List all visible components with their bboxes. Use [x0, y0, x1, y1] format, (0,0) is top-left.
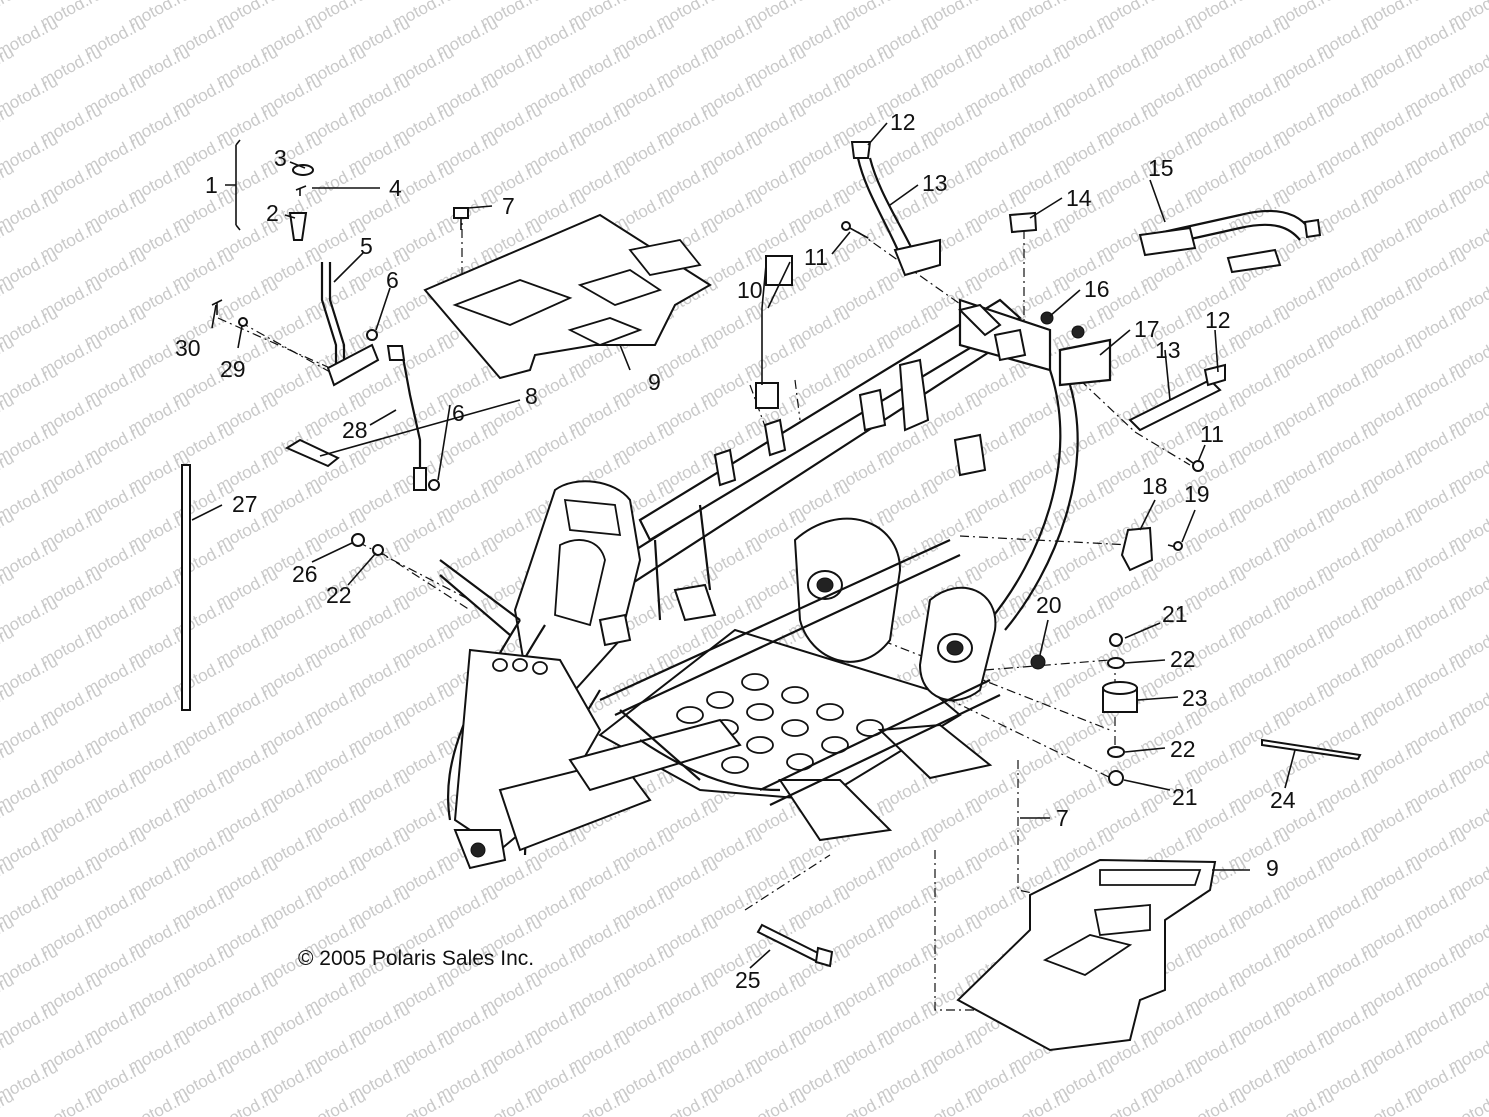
watermark-text: motod.ru: [477, 1086, 545, 1117]
callout-26: 26: [292, 561, 318, 587]
callout-11-lower: 11: [1200, 421, 1224, 447]
watermark-text: motod.ru: [917, 1086, 985, 1117]
callout-29: 29: [220, 356, 246, 382]
callout-17: 17: [1134, 316, 1160, 342]
callout-25: 25: [735, 967, 761, 993]
callout-8: 8: [525, 383, 538, 409]
watermark-text: motod.ru: [1445, 1086, 1489, 1117]
callout-7-upper: 7: [502, 193, 515, 219]
callout-13-lower: 13: [1155, 337, 1181, 363]
callout-10: 10: [737, 277, 763, 303]
callout-27: 27: [232, 491, 258, 517]
callout-22-upper: 22: [1170, 646, 1196, 672]
callout-6-upper: 6: [386, 267, 399, 293]
callout-28: 28: [342, 417, 368, 443]
watermark-text: motod.ru: [125, 1086, 193, 1117]
callout-18: 18: [1142, 473, 1168, 499]
callout-13-upper: 13: [922, 170, 948, 196]
callout-30: 30: [175, 335, 201, 361]
watermark-text: motod.ru: [213, 1086, 281, 1117]
watermark-text: motod.ru: [565, 1086, 633, 1117]
watermark-text: motod.ru: [1181, 1086, 1249, 1117]
parts: [181, 141, 1362, 1052]
watermark-text: motod.ru: [0, 0, 17, 33]
callout-14: 14: [1066, 185, 1092, 211]
callout-21-lower: 21: [1172, 784, 1198, 810]
callout-9-lower: 9: [1266, 855, 1279, 881]
main-frame: [439, 298, 1112, 870]
callout-7-lower: 7: [1056, 805, 1069, 831]
watermark-text: motod.ru: [389, 1086, 457, 1117]
callout-3: 3: [274, 145, 287, 171]
watermark-text: motod.ru: [1357, 1086, 1425, 1117]
assembly-lines: [217, 210, 1191, 1011]
watermark-text: motod.ru: [653, 1086, 721, 1117]
copyright-text: © 2005 Polaris Sales Inc.: [298, 947, 534, 970]
callout-2: 2: [266, 200, 279, 226]
callout-23: 23: [1182, 685, 1208, 711]
callout-21-upper: 21: [1162, 601, 1188, 627]
callout-1: 1: [205, 172, 218, 198]
callout-16: 16: [1084, 276, 1110, 302]
watermark-text: motod.ru: [37, 1086, 105, 1117]
callout-15: 15: [1148, 155, 1174, 181]
callout-22-lower: 22: [1170, 736, 1196, 762]
watermark-text: motod.ru: [1269, 1086, 1337, 1117]
callout-22-left: 22: [326, 582, 352, 608]
callout-9-upper: 9: [648, 369, 661, 395]
watermark-text: motod.ru: [1005, 1086, 1073, 1117]
callout-11-upper: 11: [804, 244, 828, 270]
callout-6-lower: 6: [452, 400, 465, 426]
callout-19: 19: [1184, 481, 1210, 507]
watermark-text: motod.ru: [1093, 1086, 1161, 1117]
callout-5: 5: [360, 233, 373, 259]
callout-24: 24: [1270, 787, 1296, 813]
callout-20: 20: [1036, 592, 1062, 618]
watermark-text: motod.ru: [301, 1086, 369, 1117]
callout-12-lower: 12: [1205, 307, 1231, 333]
leader-lines: [191, 122, 1296, 969]
callout-12-upper: 12: [890, 109, 916, 135]
callout-labels: 1 2 3 4 5 6 6 7 7 8 9 9 10 11 11 12 12 1…: [175, 109, 1296, 993]
callout-4: 4: [389, 175, 402, 201]
watermark-text: motod.ru: [829, 1086, 897, 1117]
watermark-text: motod.ru: [741, 1086, 809, 1117]
